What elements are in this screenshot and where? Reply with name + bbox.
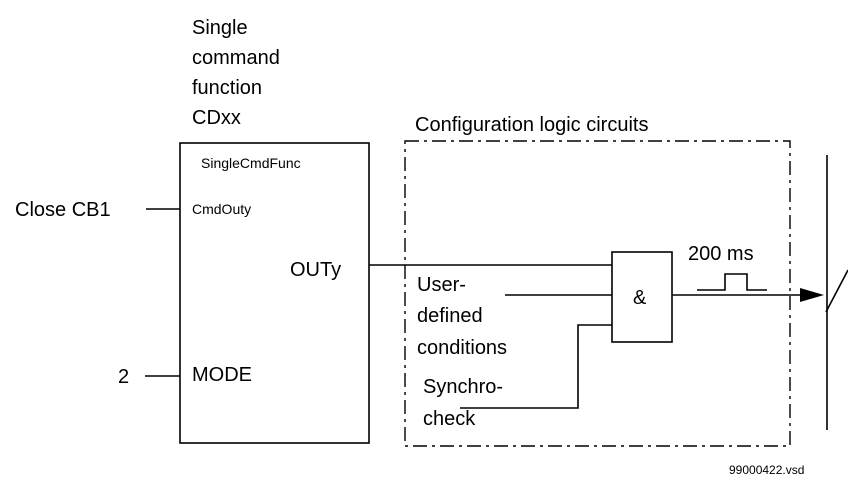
synchro-check-line-1: Synchro- [423,376,503,398]
synchrocheck-wire [460,324,612,409]
function-title: Single command function CDxx [192,17,280,129]
block-output-label: OUTy [290,259,341,281]
breaker-contact-blade [825,269,848,313]
and-gate-symbol: & [633,287,647,309]
user-defined-line-1: User- [417,274,466,296]
function-title-line-4: CDxx [192,107,241,129]
block-name: SingleCmdFunc [201,155,301,171]
block-input-cmd: CmdOuty [192,201,251,217]
synchro-check-line-2: check [423,408,476,430]
function-title-line-1: Single [192,17,248,39]
and-gate [611,251,673,343]
pulse-icon [697,273,767,291]
file-reference: 99000422.vsd [729,463,804,477]
single-cmd-func-block [179,142,370,444]
function-title-line-2: command [192,47,280,69]
mode-value-signal: 2 [118,366,129,388]
arrow-head-icon [800,288,824,302]
block-input-mode: MODE [192,364,252,386]
close-cb1-signal: Close CB1 [15,199,111,221]
user-defined-line-3: conditions [417,337,507,359]
config-area-frame [404,140,791,447]
user-defined-line-2: defined [417,305,483,327]
function-title-line-3: function [192,77,262,99]
pulse-duration: 200 ms [688,243,754,265]
config-area-title: Configuration logic circuits [415,114,648,136]
